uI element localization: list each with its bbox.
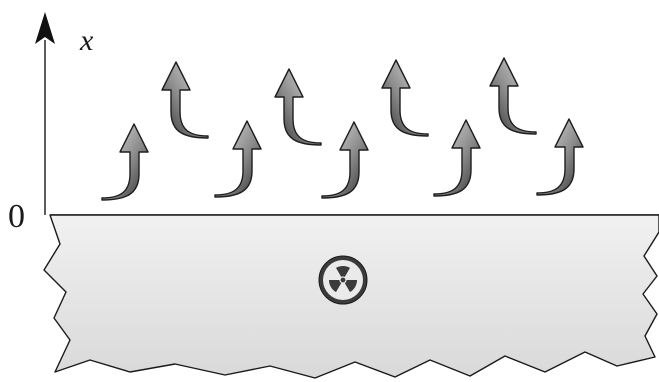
origin-label: 0 <box>8 198 25 235</box>
curved-up-arrow-icon <box>214 120 262 198</box>
curved-up-arrow-icon <box>161 61 209 139</box>
x-axis-arrowhead <box>35 12 55 44</box>
curved-up-arrow-icon <box>489 57 537 135</box>
curved-up-arrow-icon <box>433 119 481 197</box>
curved-up-arrow-icon <box>101 123 149 201</box>
curved-up-arrow-icon <box>274 68 322 146</box>
curved-up-arrow-icon <box>321 121 369 199</box>
emission-arrows <box>101 57 584 201</box>
curved-up-arrow-icon <box>381 59 429 137</box>
x-axis: x <box>35 12 94 215</box>
x-axis-label: x <box>79 24 94 57</box>
curved-up-arrow-icon <box>536 118 584 196</box>
radiation-symbol-icon <box>318 255 368 305</box>
